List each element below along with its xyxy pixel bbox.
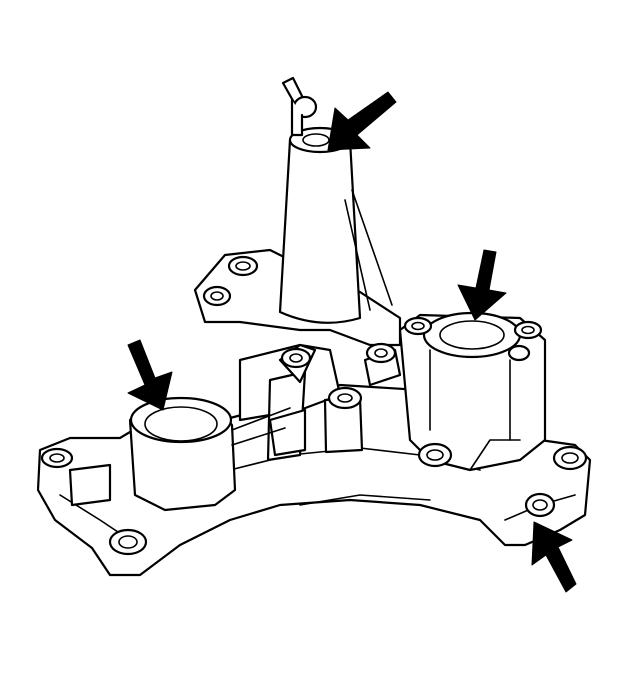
bolt-bosses [40,442,588,556]
left-cylinder [128,396,291,512]
arrow-right-bore [457,249,507,321]
arrow-bottom-right-port [531,521,577,593]
arrow-left-bore [127,339,173,411]
arrow-top-bore [327,91,397,151]
indicator-arrows [127,91,577,593]
right-cylinder [398,311,547,472]
